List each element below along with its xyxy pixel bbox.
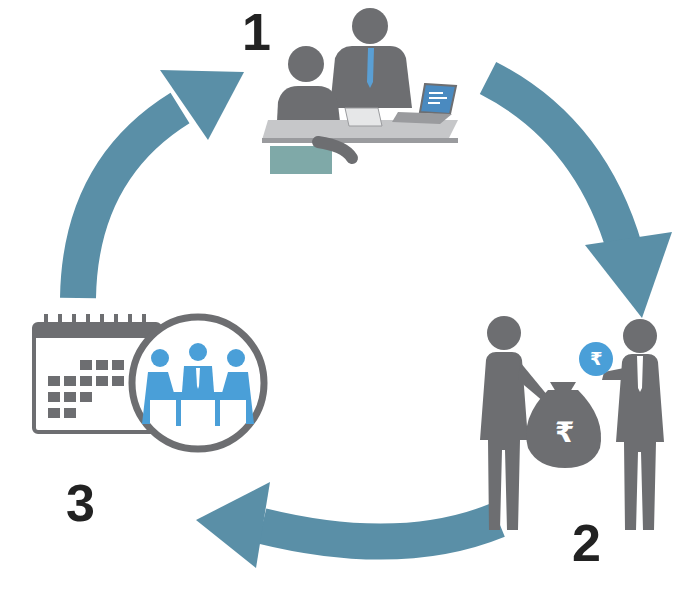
arrow-head (196, 482, 270, 568)
payment-icon (480, 316, 664, 530)
cycle-arrow (488, 78, 625, 250)
calendar-rings (44, 314, 146, 330)
meeting-schedule-icon (34, 314, 264, 449)
meeting-people (142, 343, 254, 426)
arrow-head (160, 70, 244, 140)
office-meeting-icon (262, 8, 458, 174)
cycle-arrow (78, 108, 180, 298)
callout-number: 3 (66, 477, 95, 529)
callout-number: 1 (242, 6, 271, 58)
calendar-days (48, 360, 124, 418)
cycle-arrows (78, 78, 625, 542)
cycle-arrow (262, 520, 498, 542)
arrow-head (585, 232, 672, 318)
currency-symbol: ₹ (590, 350, 603, 368)
callout-number: 2 (572, 517, 601, 569)
currency-symbol: ₹ (555, 419, 574, 447)
arrow-heads (160, 70, 672, 568)
